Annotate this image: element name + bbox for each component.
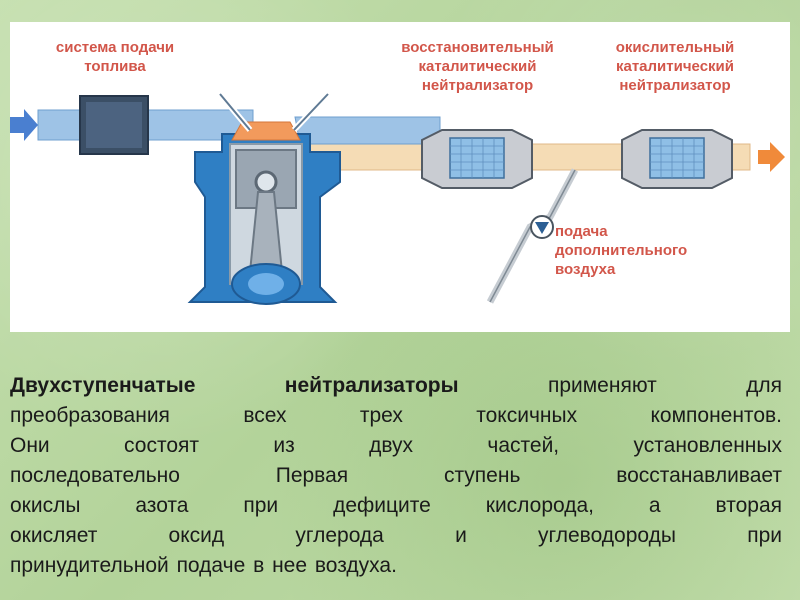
- description-last-line: принудительной подаче в нее воздуха.: [10, 554, 397, 577]
- description-line: окислы азота при дефиците кислорода, а в…: [10, 494, 782, 517]
- exhaust-manifold: [294, 116, 441, 145]
- check-valve-arrow: [535, 222, 549, 234]
- diagram-panel: система подачи топлива восстановительный…: [10, 22, 790, 332]
- description-line-1-rest: применяют для: [458, 374, 782, 397]
- reduction-catalyst-label: восстановительный каталитический нейтрал…: [401, 39, 554, 94]
- fuel-system-label: система подачи топлива: [55, 39, 175, 75]
- exhaust-system-diagram: [10, 91, 785, 305]
- description-text: Двухступенчатые нейтрализаторы применяют…: [10, 371, 782, 581]
- description-bold-lead: Двухступенчатые нейтрализаторы: [10, 374, 459, 397]
- oxidation-catalyst-grid: [650, 138, 704, 178]
- piston-pin: [254, 170, 278, 194]
- description-line: Они состоят из двух частей, установленны…: [10, 434, 782, 457]
- description-line-1: Двухступенчатые нейтрализаторы применяют…: [10, 371, 782, 401]
- reduction-catalyst-core: [449, 137, 505, 179]
- intake-arrow-icon: [10, 109, 38, 141]
- description-line: окисляет оксид углерода и углеводороды п…: [10, 524, 782, 547]
- intake-valve-stem: [219, 93, 251, 131]
- fuel-system-box-face: [86, 102, 142, 148]
- exhaust-arrow-icon: [758, 142, 785, 172]
- description-line: преобразования всех трех токсичных компо…: [10, 404, 782, 427]
- oxidation-catalyst-label: окислительный каталитический нейтрализат…: [615, 39, 735, 94]
- air-supply-label: подача дополнительного воздуха: [555, 223, 688, 278]
- oxidation-catalyst-core: [649, 137, 705, 179]
- crankshaft-center: [248, 273, 284, 295]
- reduction-catalyst-grid: [450, 138, 504, 178]
- description-line: последовательно Первая ступень восстанав…: [10, 464, 782, 487]
- exhaust-valve-stem: [293, 93, 329, 131]
